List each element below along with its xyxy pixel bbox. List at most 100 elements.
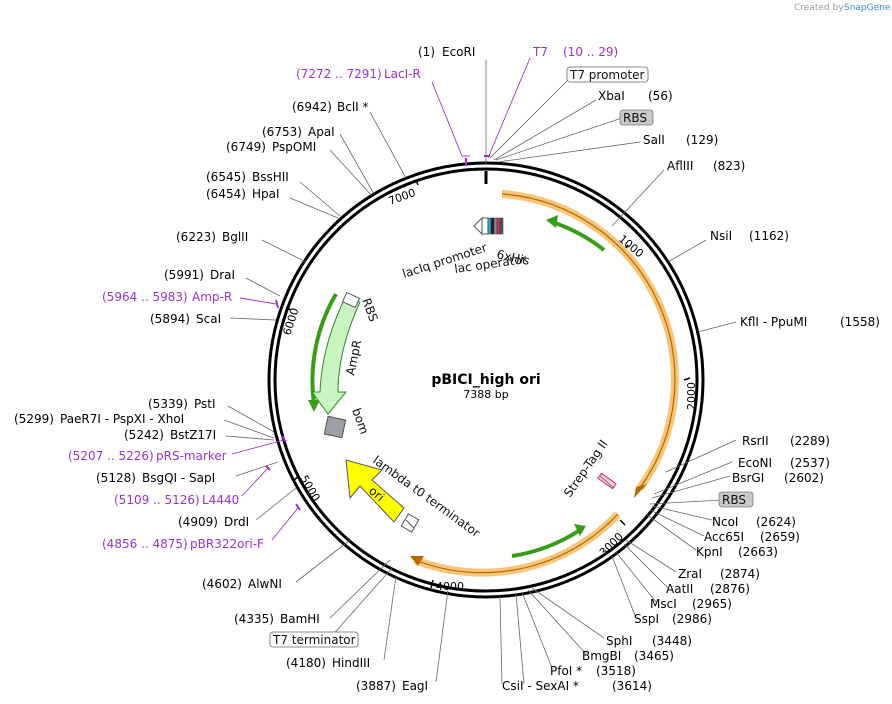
site-ncoi-pos: (2624): [756, 515, 796, 529]
site-rsrii-name: RsrII: [742, 434, 769, 448]
site-pfoi-pos: (3518): [596, 664, 636, 678]
tick-4000: 4000: [436, 580, 464, 593]
site-ecori-pos: (1): [418, 45, 435, 59]
primer-marks: [265, 155, 490, 511]
site-bmgbi-name: BmgBI: [582, 649, 621, 663]
green-arrowhead-bottom: [574, 524, 586, 536]
tick-marks: [285, 179, 691, 589]
site-eagi-pos: (3887): [356, 679, 396, 693]
green-arrowhead-top: [546, 215, 558, 228]
site-pspomi-pos: (6749): [226, 140, 266, 154]
site-scai-name: ScaI: [196, 312, 221, 326]
site-paer7i-name: PaeR7I - PspXI - XhoI: [60, 412, 184, 426]
site-bcli-name: BclI *: [337, 100, 369, 114]
site-hpai-pos: (6454): [206, 187, 246, 201]
site-bamhi-pos: (4335): [234, 612, 274, 626]
site-drdi-name: DrdI: [224, 515, 249, 529]
site-pspomi-name: PspOMI: [272, 140, 316, 154]
plasmid-name: pBICI_high ori: [431, 372, 540, 388]
site-sali-name: SalI: [643, 133, 665, 147]
site-csii-pos: (3614): [612, 679, 652, 693]
rbs-top-label: RBS: [623, 111, 647, 125]
site-rsrii-pos: (2289): [790, 434, 830, 448]
site-econi-pos: (2537): [790, 456, 830, 470]
site-afliii-name: AflIII: [667, 159, 693, 173]
site-xbai-pos: (56): [648, 89, 673, 103]
site-bmgbi-pos: (3465): [634, 649, 674, 663]
site-nsii-name: NsiI: [710, 229, 732, 243]
site-pfoi-name: PfoI *: [550, 664, 582, 678]
site-apai-pos: (6753): [262, 125, 302, 139]
site-sphi-pos: (3448): [652, 634, 692, 648]
site-bsshii-name: BssHII: [252, 170, 289, 184]
t7-terminator-label: T7 terminator: [272, 633, 356, 647]
site-csii-name: CsiI - SexAI *: [502, 679, 579, 693]
site-sali-pos: (129): [686, 133, 718, 147]
site-bsgqi-pos: (5128): [96, 471, 136, 485]
site-bsrgi-pos: (2602): [784, 471, 824, 485]
t7-promoter-box: [566, 66, 649, 83]
strep-tag-glyph: [597, 472, 617, 490]
primer-amp-r-name: Amp-R: [192, 290, 232, 304]
site-hindiii-name: HindIII: [332, 656, 370, 670]
rbs-top-box: [619, 109, 654, 126]
site-aatii-name: AatII: [666, 582, 693, 596]
primer-l4440-range: (5109 .. 5126): [114, 493, 200, 507]
site-alwni-name: AlwNI: [248, 577, 282, 591]
label-strep-tag: Strep-Tag II: [561, 437, 611, 499]
site-acc65i-name: Acc65I: [704, 530, 744, 544]
site-afliii-pos: (823): [713, 159, 745, 173]
green-arrow-bottom: [511, 528, 582, 558]
site-kpni-name: KpnI: [696, 545, 723, 559]
site-scai-pos: (5894): [150, 312, 190, 326]
site-sphi-name: SphI: [606, 634, 632, 648]
site-bcli-pos: (6942): [292, 100, 332, 114]
bom-feature: [323, 415, 347, 439]
plasmid-length: 7388 bp: [463, 388, 508, 401]
backbone-inner-ring: [273, 167, 699, 593]
orf-band-upper-line: [501, 193, 676, 489]
site-bamhi-name: BamHI: [280, 612, 320, 626]
site-nsii-pos: (1162): [749, 229, 789, 243]
green-arrowhead-left: [308, 400, 320, 412]
site-alwni-pos: (4602): [202, 577, 242, 591]
site-apai-name: ApaI: [308, 125, 335, 139]
site-bglii-pos: (6223): [176, 230, 216, 244]
site-paer7i-pos: (5299): [14, 412, 54, 426]
primer-t7-range: (10 .. 29): [563, 45, 618, 59]
orf-band-lower-line: [414, 513, 619, 574]
site-xbai-name: XbaI: [598, 89, 625, 103]
primer-pbr322ori-f-range: (4856 .. 4875): [102, 537, 188, 551]
credit-text: Created by: [794, 3, 844, 13]
site-msci-pos: (2965): [692, 597, 732, 611]
tick-2000: 2000: [685, 382, 698, 410]
site-aatii-pos: (2876): [710, 582, 750, 596]
primer-prs-marker-name: pRS-marker: [156, 449, 227, 463]
site-bstz17i-pos: (5242): [124, 428, 164, 442]
primer-pbr322ori-f-name: pBR322ori-F: [190, 537, 264, 551]
site-hindiii-pos: (4180): [286, 656, 326, 670]
primer-laci-r-range: (7272 .. 7291): [296, 67, 382, 81]
site-kfli-name: KflI - PpuMI: [740, 315, 807, 329]
site-bglii-name: BglII: [222, 230, 248, 244]
site-econi-name: EcoNI: [738, 456, 772, 470]
site-drai-pos: (5991): [164, 268, 204, 282]
credit-brand: SnapGene: [844, 3, 891, 13]
site-sspi-name: SspI: [634, 612, 659, 626]
site-hpai-name: HpaI: [252, 187, 280, 201]
site-bstz17i-name: BstZ17I: [170, 428, 216, 442]
leader-lines: [223, 57, 737, 685]
primer-laci-r-name: LacI-R: [384, 67, 421, 81]
label-bom: bom: [349, 406, 371, 436]
orf-arrowhead-upper: [634, 484, 647, 498]
site-kfli-pos: (1558): [840, 315, 880, 329]
ampr-feature: [311, 295, 361, 415]
site-bsgqi-name: BsgQI - SapI: [142, 471, 215, 485]
lambda-terminator-glyph: [400, 513, 420, 533]
primer-amp-r-range: (5964 .. 5983): [102, 290, 188, 304]
tick-6000: 6000: [280, 306, 301, 337]
label-rbs-inner: RBS: [359, 296, 380, 323]
site-sspi-pos: (2986): [672, 612, 712, 626]
tick-5000: 5000: [297, 473, 322, 504]
